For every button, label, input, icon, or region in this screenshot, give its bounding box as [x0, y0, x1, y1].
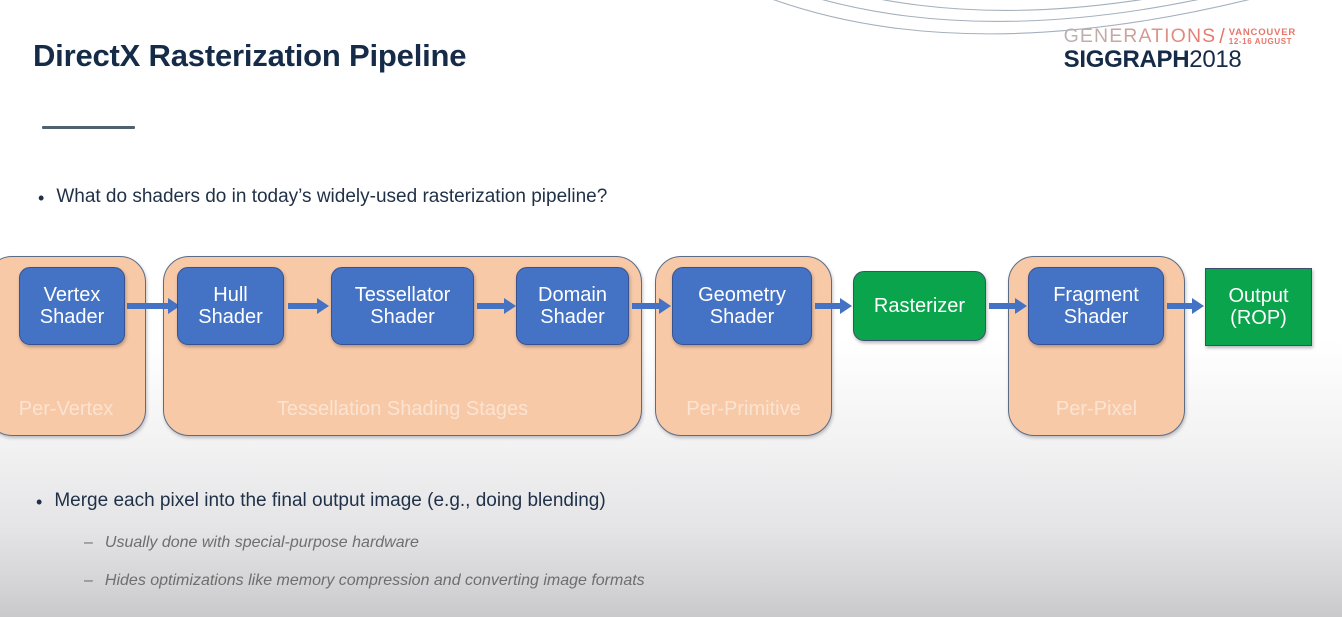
- title-underline-rule: [42, 126, 135, 129]
- logo-generations-text: GENERATIONS: [1063, 25, 1217, 47]
- bullet-sub-optimizations-text: Hides optimizations like memory compress…: [104, 572, 645, 589]
- bullet-dot-icon: •: [38, 188, 45, 208]
- pipeline-arrow-icon: [477, 303, 505, 309]
- logo-year-text: 2018: [1189, 46, 1242, 73]
- logo-slash: /: [1219, 26, 1225, 48]
- pipeline-stage-rasterizer[interactable]: Rasterizer: [853, 271, 986, 341]
- logo-top-row: GENERATIONS / VANCOUVER 12-16 AUGUST: [1063, 25, 1296, 48]
- bullet-sub-hardware-text: Usually done with special-purpose hardwa…: [104, 534, 419, 551]
- pipeline-arrow-icon: [815, 303, 841, 309]
- bullet-dot-icon: •: [36, 492, 43, 512]
- siggraph-logo: GENERATIONS / VANCOUVER 12-16 AUGUST SIG…: [1063, 25, 1296, 72]
- bullet-dash-icon: –: [84, 534, 93, 551]
- logo-location: VANCOUVER 12-16 AUGUST: [1229, 27, 1296, 46]
- bullet-merge: • Merge each pixel into the final output…: [36, 490, 606, 512]
- pipeline-group-label: Tessellation Shading Stages: [276, 398, 529, 420]
- pipeline-arrow-icon: [1167, 303, 1193, 309]
- bullet-merge-text: Merge each pixel into the final output i…: [54, 490, 606, 511]
- pipeline-arrow-icon: [127, 303, 169, 309]
- pipeline-group-label: Per-Vertex: [18, 398, 114, 420]
- pipeline-group-label: Per-Pixel: [1055, 398, 1138, 420]
- pipeline-stage-label: Output(ROP): [1228, 284, 1289, 329]
- bullet-sub-hardware: – Usually done with special-purpose hard…: [84, 534, 419, 552]
- logo-city-text: VANCOUVER: [1228, 27, 1296, 38]
- pipeline-arrow-icon: [632, 303, 660, 309]
- bullet-sub-optimizations: – Hides optimizations like memory compre…: [84, 572, 645, 590]
- pipeline-stage-label: Rasterizer: [873, 294, 966, 317]
- pipeline-arrow-icon: [989, 303, 1016, 309]
- pipeline-stage-output-rop[interactable]: Output(ROP): [1205, 268, 1312, 346]
- pipeline-diagram: Per-Vertex Tessellation Shading Stages Per…: [0, 250, 1342, 440]
- logo-dates-text: 12-16 AUGUST: [1228, 36, 1293, 46]
- pipeline-arrow-icon: [288, 303, 318, 309]
- bullet-dash-icon: –: [84, 572, 93, 589]
- logo-siggraph-text: SIGGRAPH: [1063, 46, 1190, 73]
- bullet-question: • What do shaders do in today’s widely-u…: [38, 186, 607, 208]
- bullet-question-text: What do shaders do in today’s widely-use…: [56, 186, 608, 207]
- page-title: DirectX Rasterization Pipeline: [33, 38, 467, 73]
- logo-bottom-row: SIGGRAPH2018: [1064, 48, 1296, 72]
- pipeline-group-label: Per-Primitive: [686, 398, 801, 420]
